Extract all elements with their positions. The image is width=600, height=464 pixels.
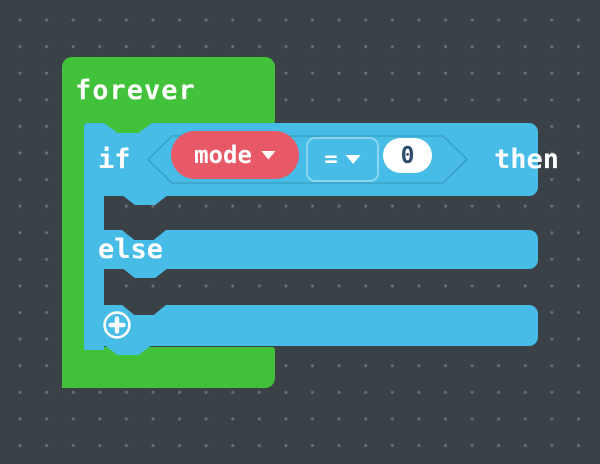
operator-dropdown-equals[interactable]: = [306,137,379,182]
bottom-row-notch-cut [122,305,166,315]
else-row-notch-cut [122,230,166,240]
forever-block-spine[interactable] [62,100,84,388]
if-label: if [98,144,131,175]
then-label: then [494,144,560,175]
else-branch-slot-tab [122,268,168,278]
forever-block-header[interactable]: forever [62,57,275,124]
if-block-bottom-row[interactable] [84,305,538,346]
else-row[interactable]: else [84,230,538,269]
if-block-header-row[interactable]: if mode = 0 then [84,123,559,196]
forever-block-footer[interactable] [62,347,275,388]
forever-label: forever [75,75,196,106]
plus-circle-icon[interactable] [101,309,133,341]
if-branch-slot-tab [122,195,168,205]
variable-dropdown-label: mode [194,141,252,169]
variable-dropdown-mode[interactable]: mode [171,131,299,179]
caret-down-icon [260,150,276,160]
condition-hexagon-slot [147,135,468,184]
number-value: 0 [400,142,415,169]
operator-dropdown-label: = [324,147,338,172]
if-block-next-tab [104,345,152,355]
caret-down-icon [345,155,361,164]
number-value-field[interactable]: 0 [383,138,432,173]
forever-slot-notch-tab [104,123,152,133]
